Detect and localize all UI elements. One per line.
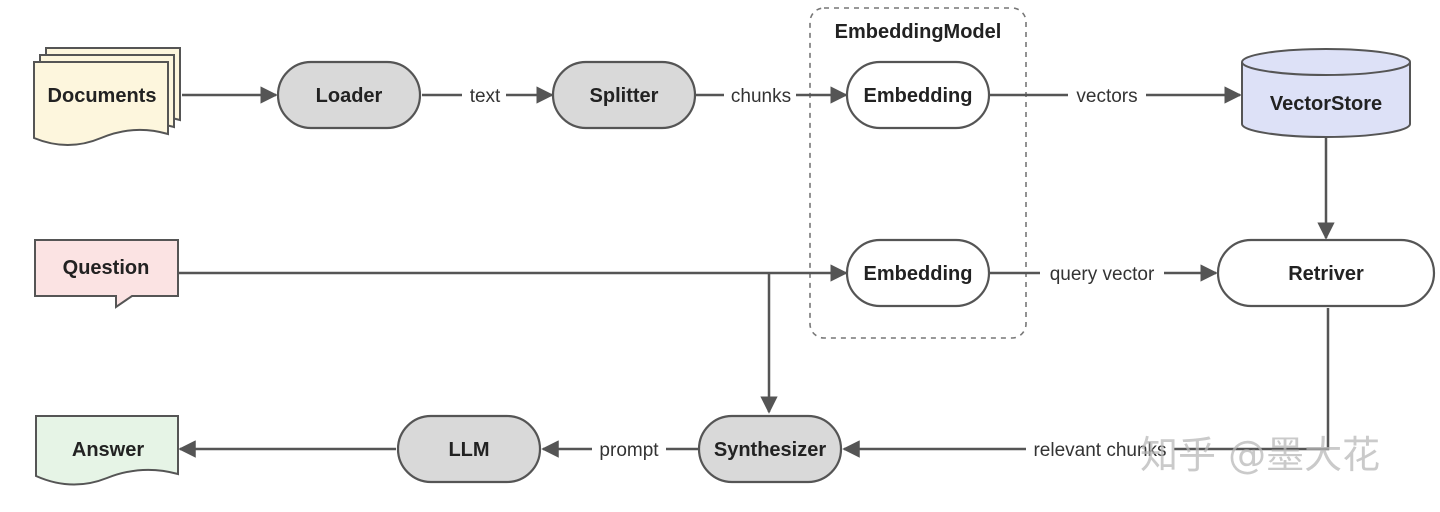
edge-label-text: text xyxy=(470,86,501,107)
question-label: Question xyxy=(63,257,150,279)
node-synthesizer: Synthesizer xyxy=(697,414,843,484)
synthesizer-label: Synthesizer xyxy=(714,439,826,461)
documents-label: Documents xyxy=(48,85,157,107)
node-loader: Loader xyxy=(276,60,422,130)
edge-label-chunks: chunks xyxy=(731,86,791,107)
node-embedding-top: Embedding xyxy=(845,60,991,130)
edge-label-prompt: prompt xyxy=(599,440,659,461)
answer-label: Answer xyxy=(72,439,144,461)
node-question: Question xyxy=(34,239,179,309)
embedding-model-label: EmbeddingModel xyxy=(835,21,1002,43)
node-answer: Answer xyxy=(35,415,179,486)
llm-label: LLM xyxy=(448,439,489,461)
node-vectorstore: VectorStore xyxy=(1241,48,1411,138)
embedding-top-label: Embedding xyxy=(864,85,973,107)
edge-retriver-synthesizer xyxy=(842,308,1330,458)
node-splitter: Splitter xyxy=(551,60,697,130)
vectorstore-label: VectorStore xyxy=(1270,93,1382,115)
node-retriver: Retriver xyxy=(1216,238,1436,308)
node-embedding-bottom: Embedding xyxy=(845,238,991,308)
retriver-label: Retriver xyxy=(1288,263,1364,285)
node-documents: Documents xyxy=(33,47,181,146)
loader-label: Loader xyxy=(316,85,383,107)
embedding-model-group: EmbeddingModel xyxy=(809,7,1027,339)
edge-label-relevant-chunks: relevant chunks xyxy=(1033,440,1166,461)
edge-label-vectors: vectors xyxy=(1076,86,1137,107)
edge-label-query-vector: query vector xyxy=(1050,264,1155,285)
splitter-label: Splitter xyxy=(590,85,659,107)
embedding-bottom-label: Embedding xyxy=(864,263,973,285)
node-llm: LLM xyxy=(396,414,542,484)
watermark: 知乎 @墨大花 xyxy=(1140,433,1380,477)
